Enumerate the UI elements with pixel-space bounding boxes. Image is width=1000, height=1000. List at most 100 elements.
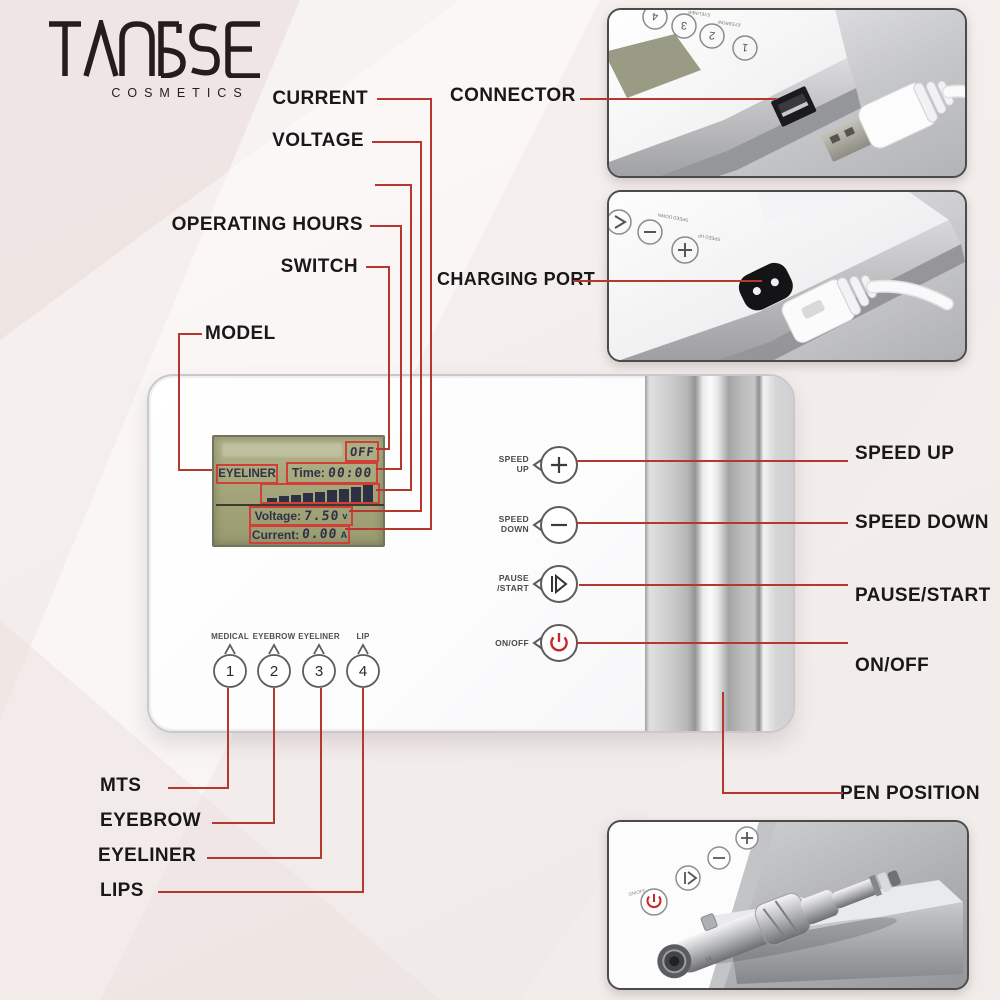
leader-line-switch bbox=[388, 266, 390, 450]
callout-pause-start: PAUSE/START bbox=[855, 585, 991, 606]
lcd-voltage-label: Voltage: bbox=[254, 509, 302, 523]
svg-text:4: 4 bbox=[359, 663, 367, 680]
leader-line-speed-down bbox=[577, 522, 848, 524]
panel-button-icons bbox=[684, 832, 753, 885]
pause-start-button bbox=[531, 562, 581, 606]
on-off-button bbox=[531, 621, 581, 665]
leader-line-level bbox=[376, 489, 412, 491]
power-icon bbox=[646, 894, 662, 909]
pen-marking: H bbox=[704, 954, 713, 965]
brand-tagline: COSMETICS bbox=[111, 86, 249, 100]
tiny-button-label: ON/OFF bbox=[628, 888, 646, 897]
mode-button-3: 3 bbox=[299, 643, 339, 689]
speed-up-button bbox=[531, 443, 581, 487]
lcd-mode-box: EYELINER bbox=[216, 464, 278, 484]
usb-plug bbox=[821, 80, 965, 162]
power-plug bbox=[781, 274, 954, 343]
callout-mts: MTS bbox=[100, 775, 142, 796]
control-panel-device: OFF EYELINER Time: 00:00 Voltage: 7.50 bbox=[147, 374, 795, 733]
tiny-button-label: SPEED UP bbox=[697, 233, 720, 242]
leader-line-mts bbox=[168, 787, 229, 789]
leader-line-model bbox=[178, 469, 212, 471]
leader-line-operating-hours bbox=[376, 468, 402, 470]
panel-button-icons bbox=[614, 215, 692, 257]
leader-line-eyeliner bbox=[320, 688, 322, 858]
lcd-time-value: 00:00 bbox=[327, 465, 373, 481]
pen-holder-strip bbox=[645, 376, 793, 731]
callout-current: CURRENT bbox=[272, 88, 368, 109]
leader-line-switch bbox=[366, 266, 388, 268]
callout-speed-up: SPEED UP bbox=[855, 443, 955, 464]
svg-text:4: 4 bbox=[651, 10, 659, 22]
leader-line-lips bbox=[362, 688, 364, 892]
lcd-display: OFF EYELINER Time: 00:00 Voltage: 7.50 bbox=[212, 435, 385, 547]
svg-text:2: 2 bbox=[708, 29, 716, 42]
callout-model: MODEL bbox=[205, 323, 276, 344]
pen-stand-front bbox=[731, 902, 963, 984]
mode-button-numbers: 4 3 2 1 bbox=[651, 10, 749, 53]
leader-line-lips bbox=[158, 891, 364, 893]
lcd-glare bbox=[222, 443, 342, 457]
leader-line-speed-up bbox=[577, 460, 848, 462]
callout-connector: CONNECTOR bbox=[450, 85, 576, 106]
leader-line-switch bbox=[376, 448, 390, 450]
lcd-current-value: 0.00 bbox=[301, 527, 339, 542]
leader-line-current bbox=[430, 98, 432, 530]
lcd-voltage-unit: v bbox=[342, 511, 348, 521]
leader-line-model bbox=[178, 333, 202, 335]
leader-line-connector bbox=[580, 98, 777, 100]
svg-text:1: 1 bbox=[226, 663, 234, 680]
lcd-current-label: Current: bbox=[251, 527, 300, 542]
power-icon bbox=[550, 633, 568, 652]
leader-line-operating-hours bbox=[400, 225, 402, 470]
mode-button-label: LIP bbox=[356, 632, 370, 641]
mode-button-label: MEDICAL bbox=[211, 632, 249, 641]
svg-text:1: 1 bbox=[741, 41, 749, 54]
device-silver-edge bbox=[620, 220, 961, 360]
leader-line-current bbox=[377, 98, 430, 100]
leader-line-pause-start bbox=[579, 584, 848, 586]
tiny-mode-label: EYEBROW bbox=[717, 19, 741, 27]
lcd-divider bbox=[216, 504, 384, 506]
mode-button-label: EYELINER bbox=[298, 632, 340, 641]
lcd-voltage-box: Voltage: 7.50 v bbox=[249, 506, 353, 526]
device-shadow bbox=[659, 88, 861, 176]
connector-photo-inset: 4 3 2 1 EYELINER EYEBROW bbox=[607, 8, 967, 178]
callout-charging-port: CHARGING PORT bbox=[437, 269, 596, 289]
pen-position-photo-inset: ON/OFF H bbox=[607, 820, 969, 990]
tiny-button-label: SPEED DOWN bbox=[658, 212, 689, 222]
lcd-current-unit: A bbox=[340, 529, 348, 540]
tattoo-pen: H bbox=[657, 870, 901, 979]
lcd-current-box: Current: 0.00 A bbox=[249, 525, 350, 544]
mode-buttons-row bbox=[642, 10, 758, 61]
leader-line-mts bbox=[227, 688, 229, 788]
device-shadow bbox=[716, 244, 965, 360]
leader-line-model bbox=[178, 333, 180, 471]
leader-line-level bbox=[410, 184, 412, 491]
brand-logo: COSMETICS bbox=[45, 14, 273, 100]
svg-text:3: 3 bbox=[315, 663, 323, 680]
on-off-button-label: ON/OFF bbox=[495, 638, 529, 648]
callout-eyebrow: EYEBROW bbox=[100, 810, 201, 831]
lcd-time-box: Time: 00:00 bbox=[286, 462, 378, 484]
leader-line-eyebrow bbox=[212, 822, 275, 824]
speed-down-button bbox=[531, 503, 581, 547]
leader-line-on-off bbox=[577, 642, 848, 644]
lcd-level-bars bbox=[265, 485, 375, 502]
callout-speed-down: SPEED DOWN bbox=[855, 512, 989, 533]
leader-line-eyeliner bbox=[207, 857, 322, 859]
leader-line-current bbox=[345, 528, 432, 530]
lcd-mode-value: EYELINER bbox=[218, 468, 276, 480]
callout-pen-position: PEN POSITION bbox=[840, 783, 980, 804]
lcd-level-box bbox=[260, 483, 380, 504]
leader-line-voltage bbox=[372, 141, 420, 143]
lcd-corner bbox=[609, 34, 701, 98]
leader-line-eyebrow bbox=[273, 688, 275, 823]
lcd-status-value: OFF bbox=[348, 444, 376, 459]
leader-line-operating-hours bbox=[370, 225, 400, 227]
callout-switch: SWITCH bbox=[280, 256, 358, 277]
brand-logo-icon bbox=[49, 14, 260, 79]
mode-button-2: 2 bbox=[254, 643, 294, 689]
leader-line-level bbox=[375, 184, 410, 186]
